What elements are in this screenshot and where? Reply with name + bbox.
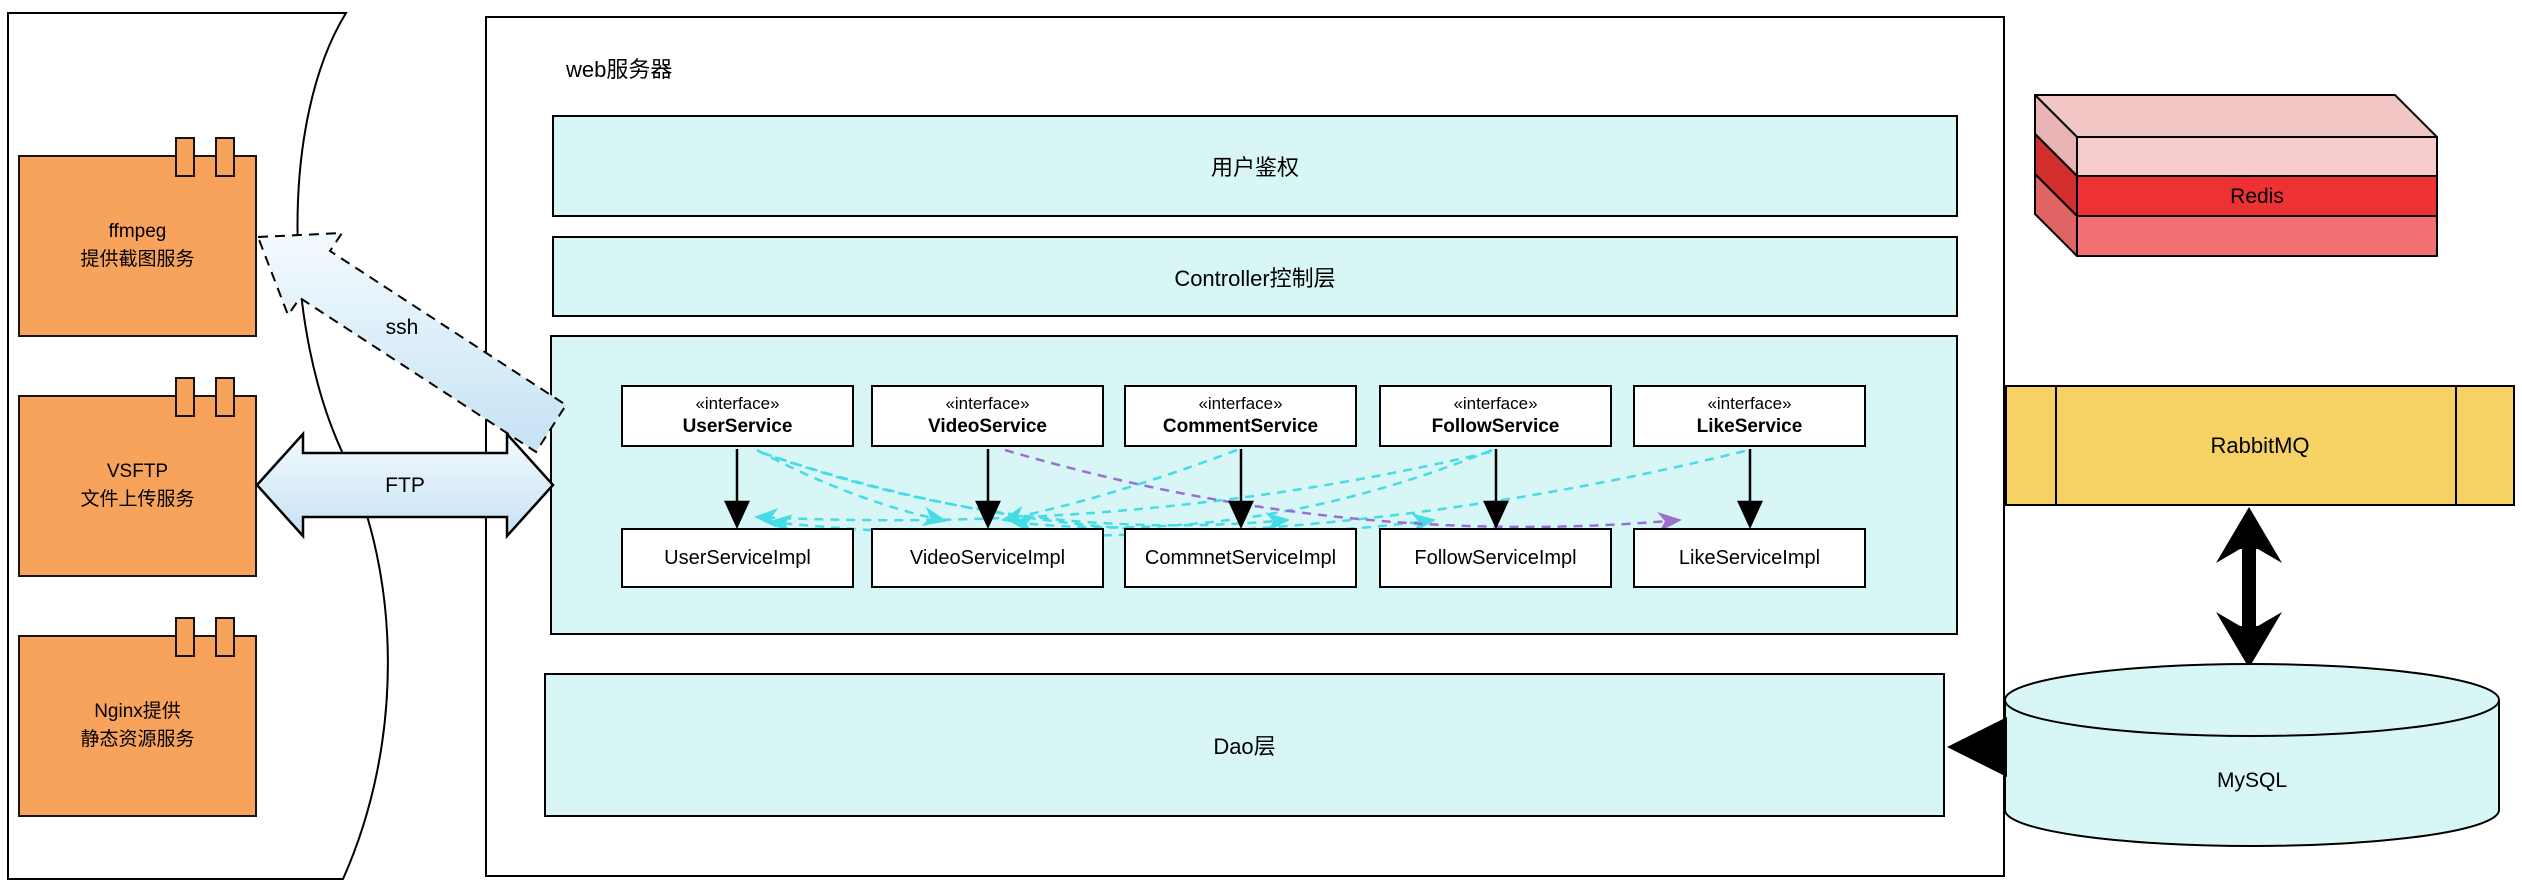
ffmpeg-label-line2: 提供截图服务 [80,249,195,270]
rabbitmq-label: RabbitMQ [2210,432,2310,458]
impl-name: UserServiceImpl [664,546,811,569]
rabbitmq-box: RabbitMQ [2005,385,2515,506]
auth-layer-label: 用户鉴权 [1210,155,1299,180]
auth-layer: 用户鉴权 [552,115,1958,217]
impl-name: CommnetServiceImpl [1144,546,1337,569]
interface-name: FollowService [1431,415,1560,437]
interface-stereotype: «interface» [945,393,1030,413]
interface-box-commentservice: «interface» CommentService [1124,385,1357,447]
nginx-component: Nginx提供 静态资源服务 [18,617,257,817]
component-tab [215,377,235,417]
controller-layer-label: Controller控制层 [1174,265,1336,291]
impl-box-likeserviceimpl: LikeServiceImpl [1633,528,1866,588]
ssh-label: ssh [385,316,419,339]
impl-name: FollowServiceImpl [1414,546,1577,569]
interface-box-likeservice: «interface» LikeService [1633,385,1866,447]
dao-layer-label: Dao层 [1213,734,1276,759]
ffmpeg-component: ffmpeg 提供截图服务 [18,137,257,337]
web-server-title: web服务器 [566,57,673,82]
impl-box-videoserviceimpl: VideoServiceImpl [871,528,1104,588]
rabbitmq-inner-line [2455,387,2457,504]
interface-stereotype: «interface» [1707,393,1792,413]
nginx-label-line2: 静态资源服务 [80,729,195,750]
interface-name: VideoService [927,415,1047,437]
vsftp-label-line1: VSFTP [106,460,169,482]
impl-box-userserviceimpl: UserServiceImpl [621,528,854,588]
interface-stereotype: «interface» [695,393,780,413]
component-tab [175,137,195,177]
interface-box-videoservice: «interface» VideoService [871,385,1104,447]
interface-box-followservice: «interface» FollowService [1379,385,1612,447]
rabbitmq-inner-line [2055,387,2057,504]
ftp-label: FTP [385,474,425,497]
component-tab [175,377,195,417]
impl-box-followserviceimpl: FollowServiceImpl [1379,528,1612,588]
component-tab [215,617,235,657]
ffmpeg-label-line1: ffmpeg [108,220,167,242]
mysql-label: MySQL [2216,769,2288,792]
vsftp-component: VSFTP 文件上传服务 [18,377,257,577]
interface-stereotype: «interface» [1198,393,1283,413]
interface-stereotype: «interface» [1453,393,1538,413]
interface-name: UserService [682,415,793,437]
controller-layer: Controller控制层 [552,236,1958,317]
component-tab [215,137,235,177]
service-layer [550,335,1958,635]
impl-name: LikeServiceImpl [1678,546,1821,569]
interface-name: CommentService [1162,415,1319,437]
impl-name: VideoServiceImpl [909,546,1066,569]
redis-label: Redis [2230,185,2284,208]
interface-box-userservice: «interface» UserService [621,385,854,447]
impl-box-commnetserviceimpl: CommnetServiceImpl [1124,528,1357,588]
component-tab [175,617,195,657]
interface-name: LikeService [1696,415,1803,437]
dao-layer: Dao层 [544,673,1945,817]
vsftp-label-line2: 文件上传服务 [80,489,195,510]
nginx-label-line1: Nginx提供 [94,700,181,722]
